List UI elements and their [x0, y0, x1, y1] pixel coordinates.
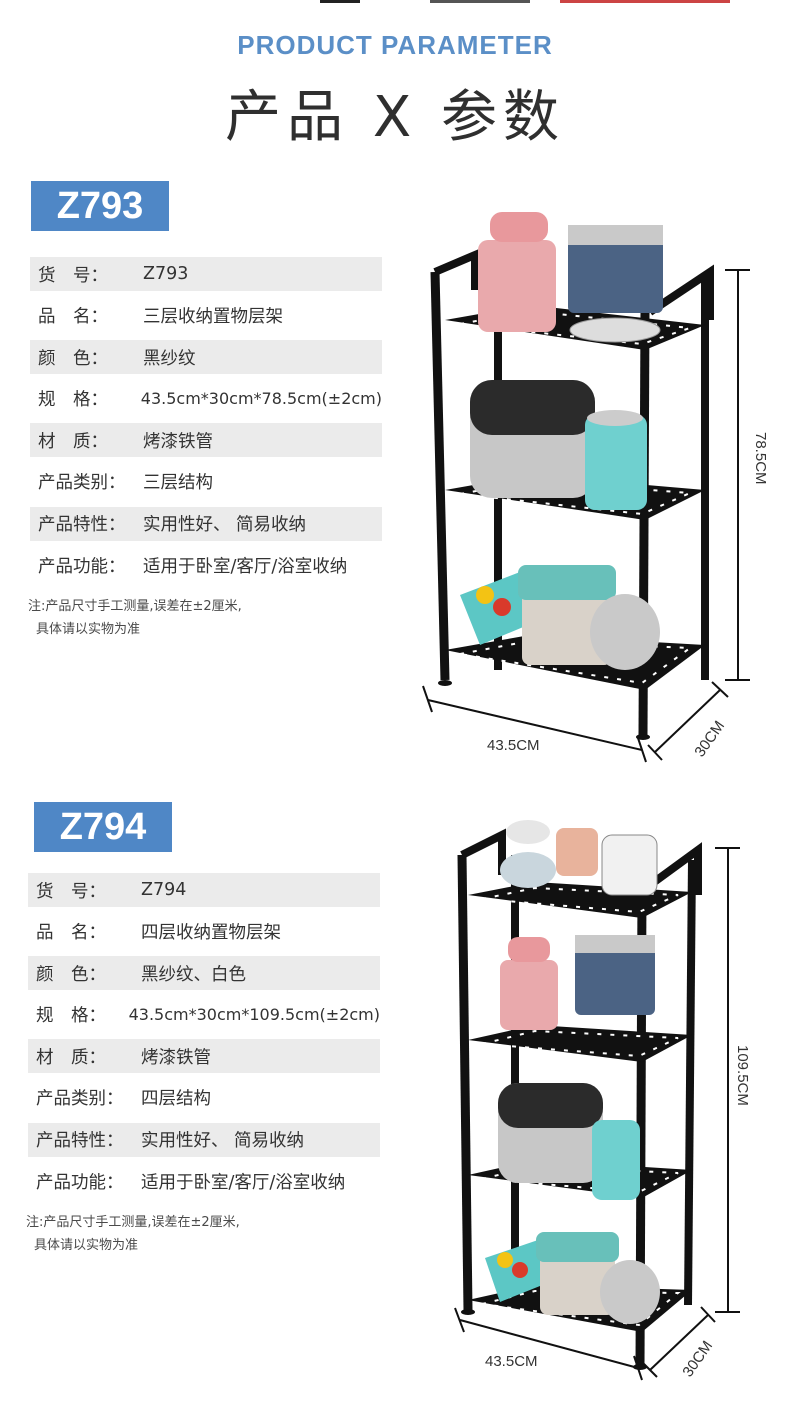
param-value: 三层结构 [143, 473, 213, 494]
param-label: 产品特性： [38, 515, 126, 536]
param-row-spec: 规 格： 43.5cm*30cm*109.5cm(±2cm) [28, 998, 380, 1032]
pink-canister [500, 960, 558, 1030]
model-badge: Z793 [31, 181, 169, 231]
param-label: 颜 色： [36, 964, 106, 985]
param-label: 规 格： [36, 1006, 106, 1027]
note-line: 具体请以实物为准 [36, 622, 141, 637]
note-line: 注:产品尺寸手工测量,误差在±2厘米, [26, 1215, 240, 1230]
coffee-machine [568, 225, 663, 313]
height-dimension: 109.5CM [715, 847, 751, 1313]
stew-pot [600, 1260, 660, 1324]
height-dimension: 78.5CM [725, 269, 769, 681]
measurement-note: 注:产品尺寸手工测量,误差在±2厘米, 具体请以实物为准 [26, 1211, 326, 1257]
height-label: 109.5CM [734, 1045, 751, 1106]
electric-kettle [592, 1120, 640, 1200]
coffee-machine [575, 935, 655, 1015]
top-edge-strip [0, 0, 790, 4]
depth-label: 30CM [691, 718, 728, 761]
plate-stack [601, 834, 658, 896]
param-label: 产品类别： [36, 1089, 124, 1110]
param-value: 43.5cm*30cm*109.5cm(±2cm) [128, 1005, 380, 1025]
depth-label: 30CM [679, 1338, 716, 1381]
ceramic-jar [556, 828, 598, 876]
electric-kettle [585, 415, 647, 510]
param-row-feature: 产品特性： 实用性好、 简易收纳 [30, 506, 382, 541]
param-row-function: 产品功能： 适用于卧室/客厅/浴室收纳 [28, 1164, 380, 1198]
page-title-chinese: 产品 X 参数 [225, 85, 565, 150]
stew-pot [590, 594, 660, 670]
param-row-category: 产品类别： 四层结构 [28, 1081, 380, 1115]
product-section-z794: Z794 货 号： Z794 品 名： 四层收纳置物层架 颜 色： 黑纱纹、白色 规 … [0, 780, 790, 1402]
param-value: 四层结构 [141, 1089, 211, 1110]
param-value: 烤漆铁管 [143, 431, 213, 452]
width-dimension: 43.5CM [422, 685, 647, 763]
measurement-note: 注:产品尺寸手工测量,误差在±2厘米, 具体请以实物为准 [28, 595, 328, 641]
storage-box [540, 1245, 615, 1315]
param-row-material: 材 质： 烤漆铁管 [30, 423, 382, 458]
param-row-material: 材 质： 烤漆铁管 [28, 1039, 380, 1074]
bowl-stack [500, 852, 556, 888]
param-label: 品 名： [36, 923, 106, 944]
param-row-color: 颜 色： 黑纱纹 [30, 340, 382, 375]
param-value: 实用性好、 简易收纳 [141, 1131, 305, 1152]
rack-illustration: 78.5CM 43.5CM 30CM [422, 212, 769, 763]
param-value: 实用性好、 简易收纳 [143, 515, 307, 536]
param-value: 43.5cm*30cm*78.5cm(±2cm) [140, 389, 382, 409]
param-row-item-no: 货 号： Z793 [30, 257, 382, 291]
rack-illustration: 109.5CM 43.5CM 30CM [454, 820, 751, 1381]
param-label: 品 名： [38, 307, 108, 328]
param-value: 四层收纳置物层架 [141, 923, 281, 944]
shelf-2 [468, 1025, 692, 1062]
param-label: 产品功能： [38, 556, 126, 577]
param-row-category: 产品类别： 三层结构 [30, 465, 382, 499]
param-value: 适用于卧室/客厅/浴室收纳 [143, 556, 348, 577]
width-label: 43.5CM [485, 1353, 538, 1370]
param-value: Z793 [143, 264, 189, 284]
param-label: 材 质： [38, 431, 108, 452]
param-row-color: 颜 色： 黑纱纹、白色 [28, 956, 380, 991]
param-label: 产品功能： [36, 1172, 124, 1193]
height-label: 78.5CM [752, 432, 769, 485]
storage-box [522, 580, 612, 665]
width-dimension: 43.5CM [454, 1307, 643, 1381]
depth-dimension: 30CM [647, 681, 729, 761]
param-label: 产品特性： [36, 1131, 124, 1152]
model-badge: Z794 [34, 802, 172, 852]
param-row-feature: 产品特性： 实用性好、 简易收纳 [28, 1122, 380, 1157]
parameter-list: 货 号： Z794 品 名： 四层收纳置物层架 颜 色： 黑纱纹、白色 规 格： 43.… [28, 873, 380, 1206]
param-row-spec: 规 格： 43.5cm*30cm*78.5cm(±2cm) [30, 382, 382, 416]
pink-canister [478, 240, 556, 332]
param-value: Z794 [141, 880, 187, 900]
param-row-item-no: 货 号： Z794 [28, 873, 380, 907]
param-row-name: 品 名： 三层收纳置物层架 [30, 299, 382, 333]
param-label: 货 号： [38, 265, 108, 286]
param-value: 适用于卧室/客厅/浴室收纳 [141, 1172, 346, 1193]
param-label: 产品类别： [38, 473, 126, 494]
parameter-list: 货 号： Z793 品 名： 三层收纳置物层架 颜 色： 黑纱纹 规 格： 43.5cm… [30, 257, 382, 590]
shelf-1 [468, 882, 692, 918]
param-label: 材 质： [36, 1047, 106, 1068]
param-label: 颜 色： [38, 348, 108, 369]
note-line: 具体请以实物为准 [34, 1238, 139, 1253]
width-label: 43.5CM [487, 737, 540, 754]
param-value: 三层收纳置物层架 [143, 307, 283, 328]
param-value: 黑纱纹、白色 [141, 964, 246, 985]
product-section-z793: Z793 货 号： Z793 品 名： 三层收纳置物层架 颜 色： 黑纱纹 规 格： 4… [28, 181, 769, 763]
note-line: 注:产品尺寸手工测量,误差在±2厘米, [28, 599, 242, 614]
param-label: 规 格： [38, 390, 108, 411]
param-row-name: 品 名： 四层收纳置物层架 [28, 915, 380, 949]
param-row-function: 产品功能： 适用于卧室/客厅/浴室收纳 [30, 548, 382, 582]
param-value: 烤漆铁管 [141, 1047, 211, 1068]
param-label: 货 号： [36, 881, 106, 902]
page-title-english: PRODUCT PARAMETER [237, 30, 553, 60]
param-value: 黑纱纹 [143, 348, 196, 369]
